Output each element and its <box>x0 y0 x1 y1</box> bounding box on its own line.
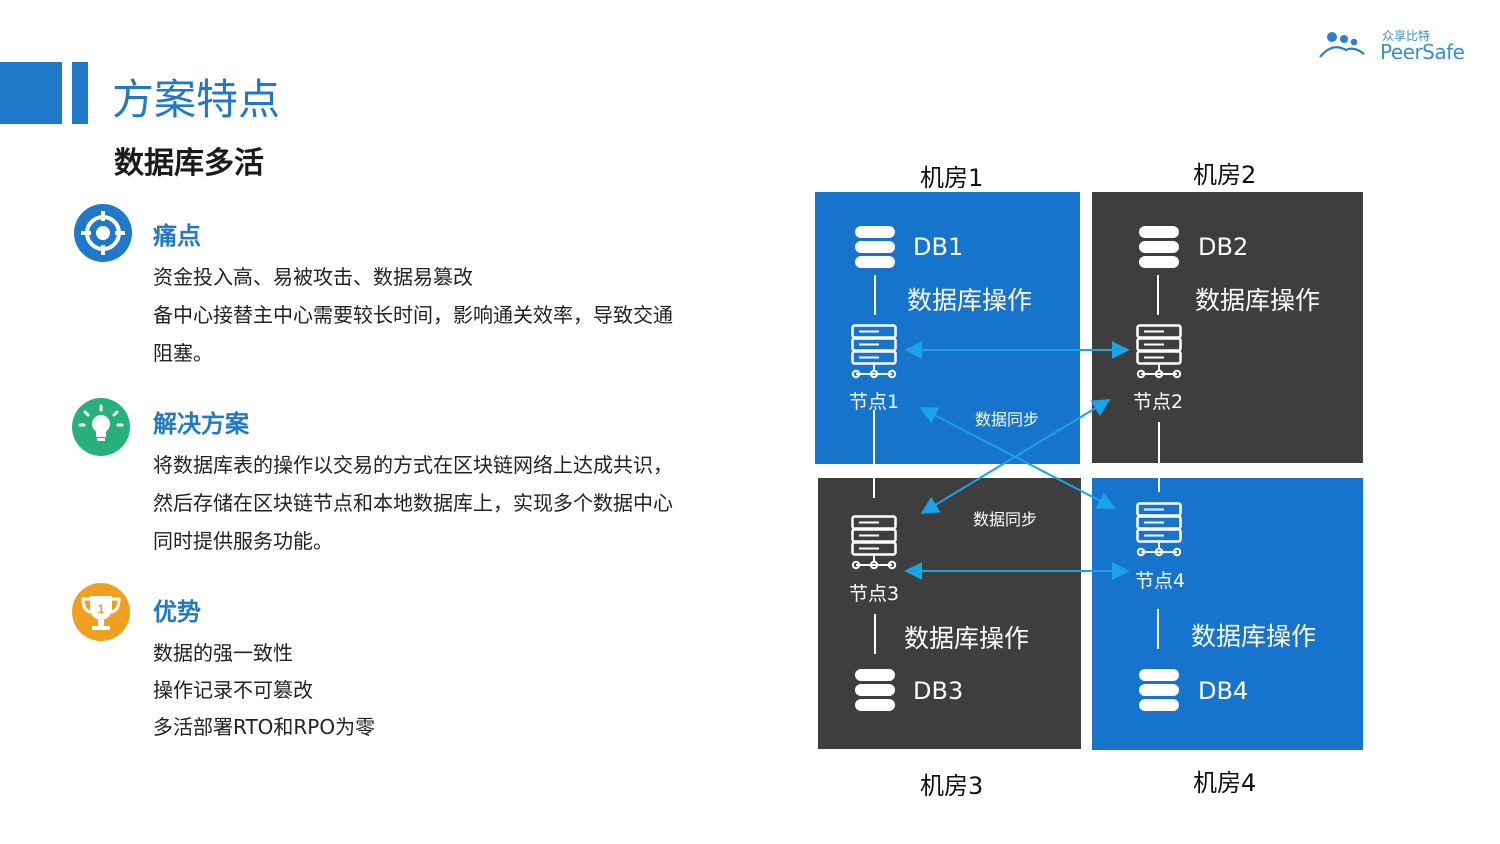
title-accent-block <box>0 62 62 124</box>
target-icon <box>74 204 132 262</box>
room-label: 机房3 <box>920 772 984 800</box>
db-operation-label: 数据库操作 <box>907 286 1033 315</box>
node-label: 节点3 <box>849 583 900 605</box>
logo-cn-text: 众享比特 <box>1382 29 1431 43</box>
db-operation-label: 数据库操作 <box>904 624 1030 653</box>
advantages-line: 多活部署RTO和RPO为零 <box>153 715 376 739</box>
solution-line: 同时提供服务功能。 <box>153 529 333 553</box>
pain-points-line: 备中心接替主中心需要较长时间，影响通关效率，导致交通 <box>153 303 673 327</box>
db-label: DB2 <box>1198 233 1249 261</box>
db-label: DB3 <box>913 677 964 705</box>
node-label: 节点2 <box>1133 391 1184 413</box>
solution-title: 解决方案 <box>153 410 249 438</box>
pain-points-line: 阻塞。 <box>153 341 213 365</box>
pain-points-line: 资金投入高、易被攻击、数据易篡改 <box>153 265 473 289</box>
svg-text:1: 1 <box>98 602 105 616</box>
room-label: 机房4 <box>1193 769 1257 797</box>
solution-line: 将数据库表的操作以交易的方式在区块链网络上达成共识， <box>153 453 673 477</box>
server-node-icon <box>1136 502 1182 557</box>
database-icon <box>1139 669 1179 711</box>
sync-label: 数据同步 <box>973 510 1038 529</box>
page-subtitle: 数据库多活 <box>114 146 264 181</box>
advantages-line: 数据的强一致性 <box>153 641 293 665</box>
advantages-title: 优势 <box>153 598 201 626</box>
lightbulb-icon <box>72 398 130 456</box>
room-label: 机房1 <box>920 164 984 192</box>
database-icon <box>855 669 895 711</box>
server-node-icon <box>851 515 897 570</box>
server-node-icon <box>851 324 897 379</box>
room-label: 机房2 <box>1193 161 1257 189</box>
sync-arrow <box>920 399 1111 514</box>
page-title: 方案特点 <box>112 75 281 124</box>
trophy-icon: 1 <box>72 583 130 641</box>
pain-points-title: 痛点 <box>153 222 201 250</box>
peersafe-logo <box>1319 32 1365 58</box>
db-label: DB4 <box>1198 677 1249 705</box>
db-operation-label: 数据库操作 <box>1191 622 1317 651</box>
node-label: 节点4 <box>1135 570 1186 592</box>
sync-label: 数据同步 <box>975 410 1040 429</box>
database-icon <box>1139 226 1179 268</box>
database-icon <box>855 226 895 268</box>
solution-line: 然后存储在区块链节点和本地数据库上，实现多个数据中心 <box>153 491 673 515</box>
title-accent-bar <box>72 62 88 124</box>
logo-en-text: PeerSafe <box>1380 40 1465 64</box>
advantages-line: 操作记录不可篡改 <box>153 678 313 702</box>
db-operation-label: 数据库操作 <box>1195 286 1321 315</box>
db-label: DB1 <box>913 233 964 261</box>
server-node-icon <box>1136 324 1182 379</box>
node-label: 节点1 <box>849 391 900 413</box>
